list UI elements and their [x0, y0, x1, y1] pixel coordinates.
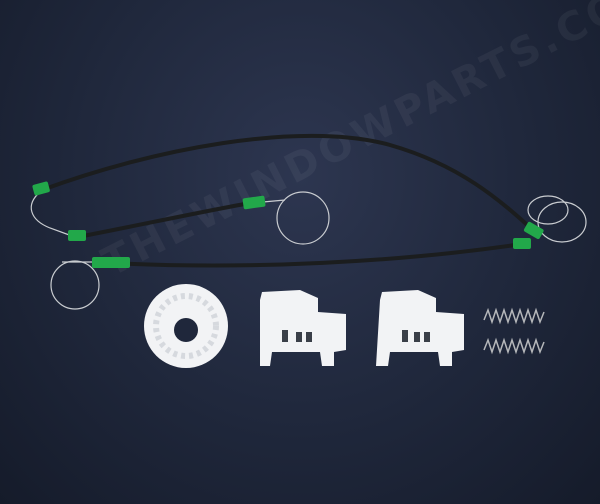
- wire-left: [30, 191, 73, 237]
- wire-coil-mid: [276, 191, 330, 245]
- cable-upper: [41, 133, 537, 234]
- end-fittings: [32, 181, 544, 268]
- cable-lower: [109, 242, 523, 268]
- pulley-wheel: [144, 284, 228, 368]
- springs: [483, 307, 545, 355]
- slider-clip-left: [260, 290, 346, 366]
- wire-coil-right: [537, 201, 587, 243]
- wire-coil-left: [50, 260, 100, 310]
- slider-clip-right: [376, 290, 464, 366]
- cable-middle: [77, 201, 251, 239]
